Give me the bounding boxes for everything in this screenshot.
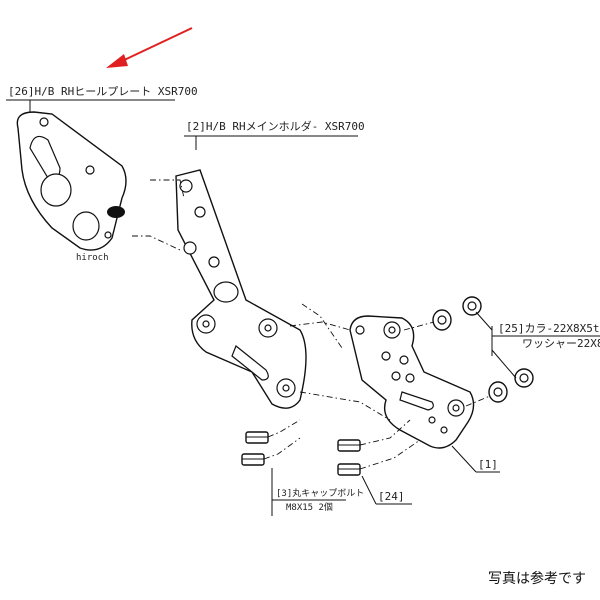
footer-note: 写真は参考です [488,571,586,587]
centerline-j [359,419,411,446]
watermark-text: hiroch [76,253,109,263]
bolts-part3 [241,431,269,466]
part25-leader-a [475,311,493,331]
centerline-k [359,439,421,470]
centerline-e [301,303,343,349]
part2-label: [2]H/B RHメインホルダ- XSR700 [186,119,365,133]
part1-leader [451,445,477,473]
red-arrow-icon [106,27,193,68]
collar-washer-set-lower [488,368,534,403]
centerline-g [465,395,491,407]
part3-label-line2: M8X15 2個 [286,501,333,513]
main-holder-part2 [175,169,307,409]
bolts-part24 [337,439,361,476]
part25-leader-b [491,349,517,379]
collar-washer-set-upper [432,296,482,331]
part25-label-line2: ワッシャー22X8 [522,337,600,350]
centerline-a [150,179,185,199]
part24-label: [24] [378,490,405,503]
centerline-h [267,419,301,438]
part3-label-line1: [3]丸キャップボルト [276,487,364,499]
centerline-b [132,235,181,251]
bracket-part1 [349,315,475,449]
part26-label: [26]H/B RHヒールプレート XSR700 [8,85,198,98]
centerline-c [289,321,351,331]
centerline-f [403,321,435,331]
part1-label: [1] [478,458,498,471]
heel-plate-part26 [16,111,127,251]
centerline-d [299,391,391,421]
centerline-i [263,437,301,460]
part25-label-line1: [25]カラ-22X8X5t(黒) [498,322,600,335]
part24-leader [361,475,377,505]
